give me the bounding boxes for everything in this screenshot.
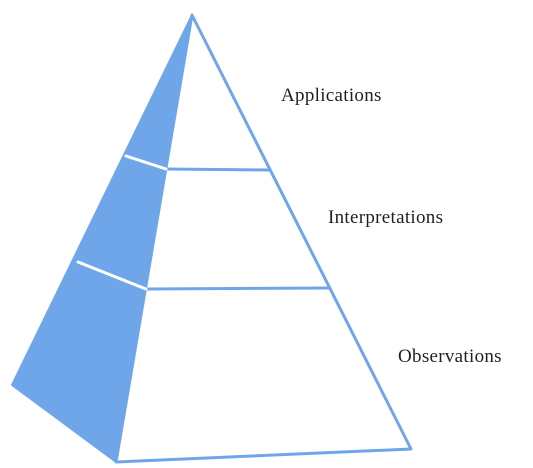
pyramid-divider-upper <box>165 167 271 172</box>
tier-label-applications: Applications <box>281 85 382 106</box>
pyramid-front-face <box>114 13 413 464</box>
side-divider-upper <box>124 154 168 171</box>
tier-label-observations: Observations <box>398 346 502 367</box>
pyramid-divider-lower <box>145 286 331 291</box>
side-divider-lower <box>76 260 148 291</box>
tier-label-interpretations: Interpretations <box>328 207 443 228</box>
